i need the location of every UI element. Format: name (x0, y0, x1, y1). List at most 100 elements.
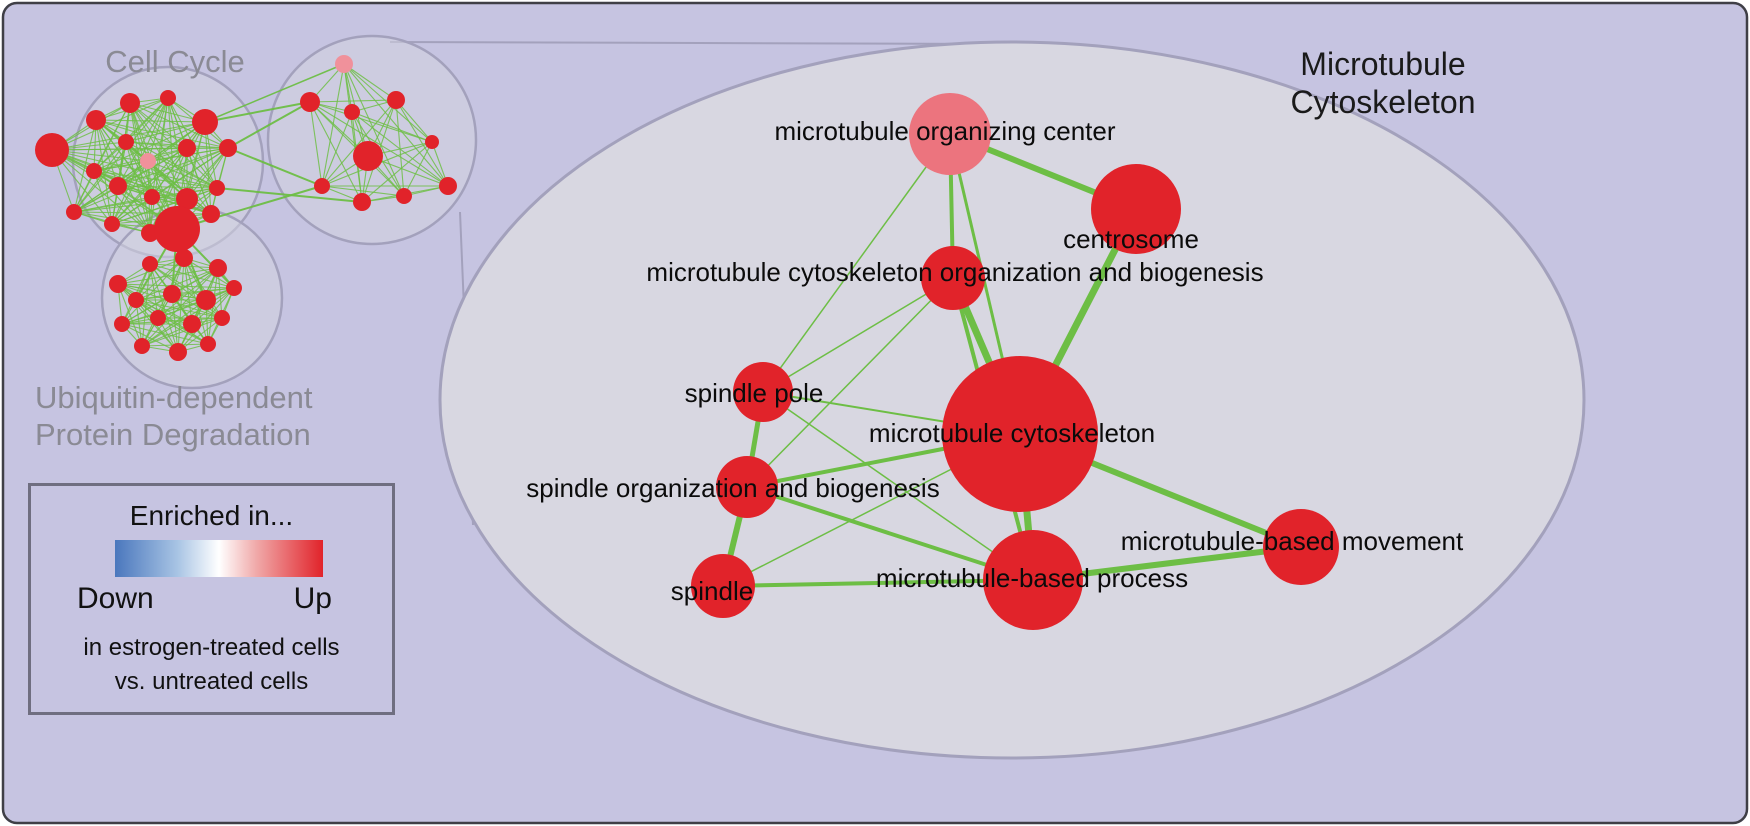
minimap-node (134, 338, 150, 354)
minimap-edge (135, 299, 209, 345)
minimap-node (226, 280, 242, 296)
node-label-spindle-org: spindle organization and biogenesis (526, 473, 939, 503)
minimap-node (353, 141, 383, 171)
minimap-edge (167, 97, 188, 200)
minimap-edge (186, 147, 212, 215)
minimap-edge (111, 160, 149, 225)
minimap-node (109, 177, 127, 195)
minimap-node (209, 259, 227, 277)
minimap-node (335, 55, 353, 73)
minimap-node (169, 343, 187, 361)
minimap-edge (93, 121, 206, 172)
node-label-centrosome: centrosome (1063, 224, 1199, 254)
minimap-edge (157, 287, 235, 319)
minimap-edge (321, 99, 397, 187)
node-label-mbp: microtubule-based process (876, 563, 1188, 593)
minimap-node (120, 93, 140, 113)
minimap-node (66, 204, 82, 220)
minimap-edge (93, 170, 113, 225)
minimap-edge (73, 147, 229, 213)
minimap-edge (141, 257, 185, 347)
minimap-edge (403, 141, 433, 197)
legend-caption-line1: in estrogen-treated cells (83, 634, 340, 661)
node-mbp (983, 530, 1083, 630)
minimap-node (142, 256, 158, 272)
edge-moc--spindle-pole (762, 133, 951, 393)
minimap-cross-edge (204, 63, 345, 123)
minimap-edge (147, 97, 169, 162)
node-microtubule-cytoskeleton (942, 356, 1098, 512)
minimap-node (178, 139, 196, 157)
node-spindle-pole (733, 362, 793, 422)
node-label-mbm: microtubule-based movement (1121, 526, 1464, 556)
edge-mcob--spindle-org (746, 277, 954, 488)
node-label-moc: microtubule organizing center (774, 116, 1115, 146)
minimap-node (109, 275, 127, 293)
minimap-node (396, 188, 412, 204)
minimap-node (439, 177, 457, 195)
minimap-edge (204, 121, 212, 215)
minimap-network (35, 34, 478, 390)
minimap-edge (135, 267, 219, 301)
minimap-edge (121, 293, 173, 325)
minimap-node (387, 91, 405, 109)
minimap-node (183, 315, 201, 333)
minimap-cross-edge (216, 187, 363, 203)
minimap-edge (343, 63, 449, 187)
minimap-edge (121, 287, 235, 325)
minimap-edge (395, 99, 433, 143)
legend-up-label: Up (293, 582, 332, 615)
cluster-label-cell-cycle: Cell Cycle (105, 44, 245, 79)
minimap-node (114, 316, 130, 332)
node-label-spindle-pole: spindle pole (685, 378, 824, 408)
minimap-edge (93, 170, 218, 189)
minimap-edge (361, 141, 433, 203)
minimap-cross-edge (227, 101, 311, 149)
minimap-node (154, 206, 200, 252)
minimap-edge (121, 323, 179, 353)
minimap-node (209, 180, 225, 196)
minimap-edge (309, 101, 323, 187)
minimap-edge (309, 101, 433, 143)
minimap-edge (121, 323, 209, 345)
minimap-node (160, 90, 176, 106)
minimap-node (314, 178, 330, 194)
minimap-node (104, 216, 120, 232)
minimap-edge (141, 299, 207, 347)
minimap-node (196, 290, 216, 310)
minimap-edge (135, 299, 223, 319)
minimap-edge (93, 147, 229, 172)
minimap-edge (395, 99, 449, 187)
cluster-title-line1: Microtubule (1300, 46, 1465, 82)
edge-mcob--spindle-pole (762, 277, 954, 393)
node-label-mcob: microtubule cytoskeleton organization an… (646, 257, 1263, 287)
minimap-edge (157, 317, 209, 345)
minimap-edge (149, 263, 207, 301)
minimap-node (176, 188, 198, 210)
minimap-edge (177, 287, 235, 353)
edge-spindle-pole--mbp (762, 391, 1034, 581)
minimap-node (150, 310, 166, 326)
minimap-edge (183, 257, 209, 345)
node-centrosome (1091, 164, 1181, 254)
cluster-title-line2: Cytoskeleton (1291, 84, 1476, 120)
minimap-edge (309, 101, 449, 187)
minimap-edge (73, 198, 188, 213)
minimap-edge (135, 299, 179, 353)
minimap-edge (125, 141, 229, 149)
node-mbm (1263, 509, 1339, 585)
minimap-edge (309, 99, 397, 103)
zoom-callout-line (389, 41, 1001, 45)
minimap-cross-edge (176, 185, 323, 230)
legend-caption-line2: vs. untreated cells (114, 668, 309, 695)
enrichment-gradient-bar (115, 540, 323, 577)
minimap-node (163, 285, 181, 303)
cluster-label-ubiquitin-line2: Protein Degradation (35, 417, 311, 452)
minimap-edge (135, 257, 185, 301)
minimap-edge (395, 99, 405, 197)
zoomed-network: microtubule organizing centercentrosomem… (526, 93, 1464, 630)
edge-spindle-org--mbp (746, 485, 1034, 582)
minimap-node (140, 153, 156, 169)
legend-down-label: Down (77, 582, 154, 615)
